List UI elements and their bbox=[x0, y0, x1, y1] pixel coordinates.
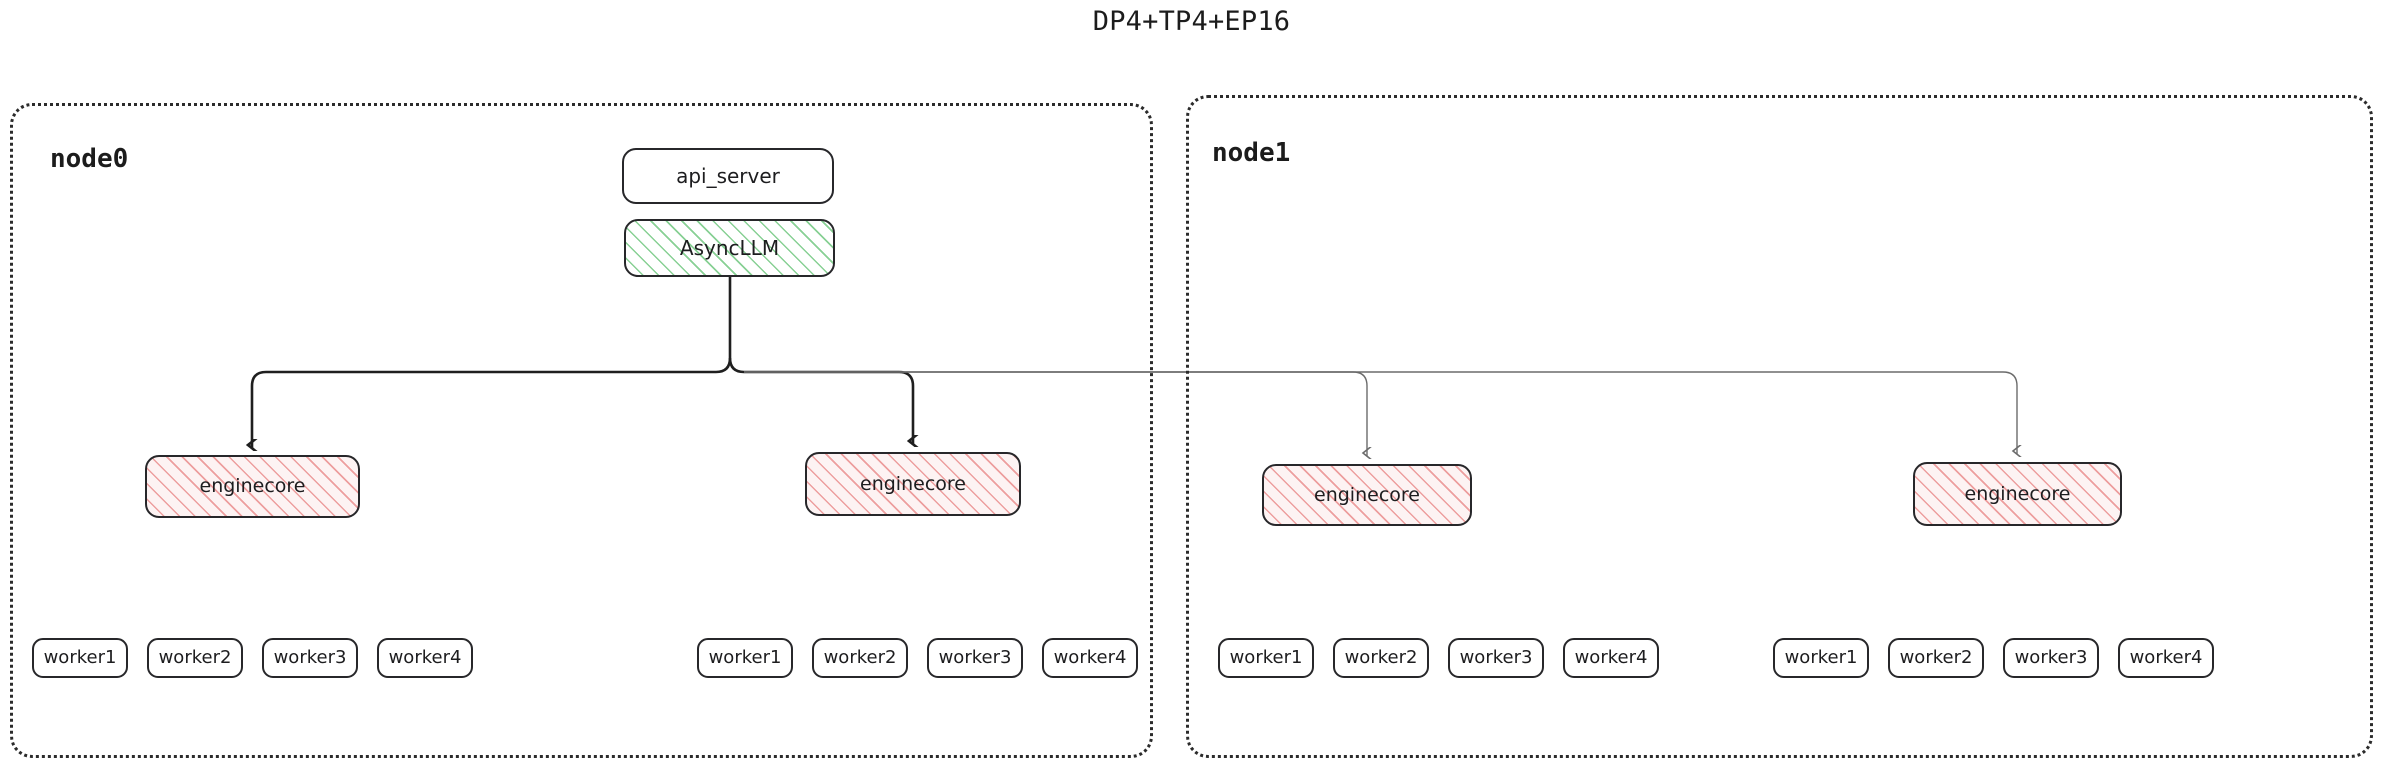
worker-box[interactable]: worker2 bbox=[1888, 638, 1984, 678]
api_server-box[interactable]: api_server bbox=[622, 148, 834, 204]
enginecore-box-node1-core0[interactable]: enginecore bbox=[1262, 464, 1472, 526]
worker-box[interactable]: worker4 bbox=[377, 638, 473, 678]
worker-box[interactable]: worker2 bbox=[147, 638, 243, 678]
worker-box[interactable]: worker1 bbox=[697, 638, 793, 678]
worker-box[interactable]: worker4 bbox=[1042, 638, 1138, 678]
node-container-node1 bbox=[1186, 95, 2373, 758]
worker-box[interactable]: worker4 bbox=[1563, 638, 1659, 678]
enginecore-box-node0-core0[interactable]: enginecore bbox=[145, 455, 360, 518]
worker-box[interactable]: worker3 bbox=[262, 638, 358, 678]
page-title: DP4+TP4+EP16 bbox=[1092, 6, 1291, 37]
worker-box[interactable]: worker1 bbox=[1773, 638, 1869, 678]
worker-box[interactable]: worker3 bbox=[1448, 638, 1544, 678]
worker-box[interactable]: worker3 bbox=[927, 638, 1023, 678]
worker-box[interactable]: worker3 bbox=[2003, 638, 2099, 678]
worker-box[interactable]: worker2 bbox=[812, 638, 908, 678]
worker-box[interactable]: worker1 bbox=[1218, 638, 1314, 678]
node-label-node1: node1 bbox=[1212, 138, 1291, 168]
worker-box[interactable]: worker2 bbox=[1333, 638, 1429, 678]
enginecore-box-node1-core1[interactable]: enginecore bbox=[1913, 462, 2122, 526]
node-label-node0: node0 bbox=[50, 144, 129, 174]
worker-box[interactable]: worker4 bbox=[2118, 638, 2214, 678]
node-container-node0 bbox=[10, 103, 1153, 758]
enginecore-box-node0-core1[interactable]: enginecore bbox=[805, 452, 1021, 516]
worker-box[interactable]: worker1 bbox=[32, 638, 128, 678]
asyncllm-box[interactable]: AsyncLLM bbox=[624, 219, 835, 277]
